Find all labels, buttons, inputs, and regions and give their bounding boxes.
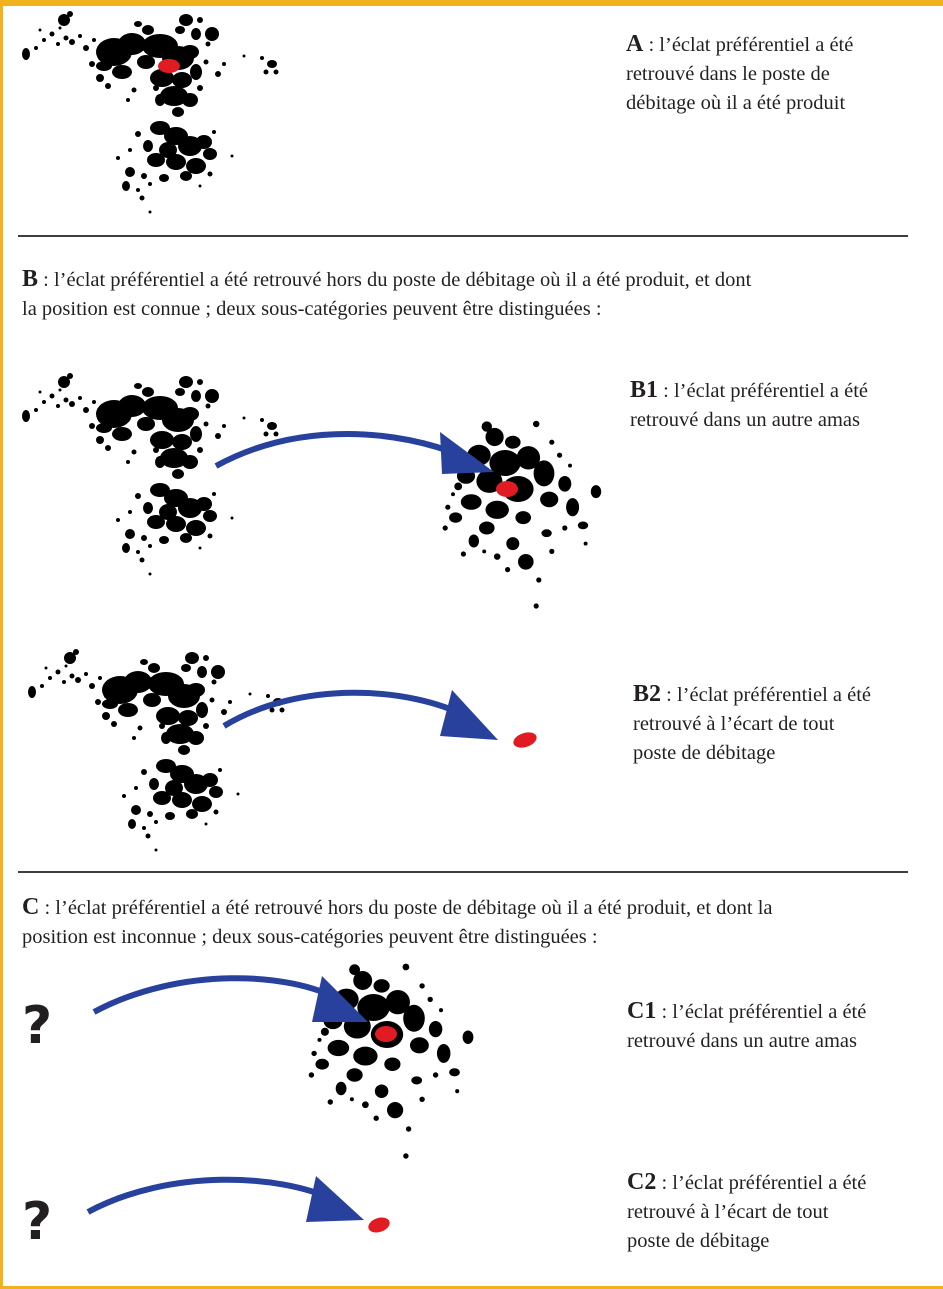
caption-c2-code: C2 — [627, 1169, 657, 1195]
preferential-flake-b1 — [496, 481, 518, 497]
caption-b: B : l’éclat préférentiel a été retrouvé … — [22, 265, 751, 324]
caption-a-line2: retrouvé dans le poste de — [626, 63, 830, 85]
caption-b2: B2 : l’éclat préférentiel a été retrouvé… — [633, 680, 871, 768]
arrowhead-b2 — [440, 690, 498, 740]
preferential-flake-a — [158, 59, 180, 73]
divider-b-c — [18, 871, 908, 873]
caption-b-line2: la position est connue ; deux sous-catég… — [22, 298, 602, 320]
arrow-c1 — [92, 975, 342, 1015]
frame-left-border — [0, 0, 3, 1289]
caption-c1-line1: l’éclat préférentiel a été — [672, 1001, 867, 1023]
divider-a-b — [18, 235, 908, 237]
caption-a-separator: : — [643, 34, 660, 56]
caption-c-line1: l’éclat préférentiel a été retrouvé hors… — [55, 897, 773, 919]
caption-c-separator: : — [39, 897, 56, 919]
arrow-b2 — [222, 689, 472, 729]
preferential-flake-c2 — [368, 1217, 390, 1233]
arrowhead-b1 — [440, 432, 494, 474]
caption-b1-separator: : — [658, 380, 674, 402]
caption-c1-line2: retrouvé dans un autre amas — [627, 1030, 857, 1052]
unknown-origin-question-mark-c1: ? — [22, 996, 53, 1056]
caption-c: C : l’éclat préférentiel a été retrouvé … — [22, 893, 773, 952]
debris-scatter-a — [22, 11, 279, 214]
frame-top-border — [0, 0, 943, 6]
caption-a: A : l’éclat préférentiel a été retrouvé … — [626, 30, 853, 118]
caption-a-line1: l’éclat préférentiel a été — [659, 34, 854, 56]
caption-c2-line1: l’éclat préférentiel a été — [672, 1172, 867, 1194]
caption-c1-separator: : — [656, 1001, 673, 1023]
caption-c-line2: position est inconnue ; deux sous-catégo… — [22, 926, 598, 948]
caption-b2-code: B2 — [633, 681, 662, 707]
arrow-c2 — [86, 1176, 336, 1215]
arrow-b1 — [214, 431, 464, 469]
caption-b1: B1 : l’éclat préférentiel a été retrouvé… — [630, 376, 868, 435]
caption-c1: C1 : l’éclat préférentiel a été retrouvé… — [627, 997, 866, 1056]
arrowhead-c2 — [306, 1176, 364, 1222]
caption-b1-line1: l’éclat préférentiel a été — [673, 380, 869, 402]
caption-c1-code: C1 — [627, 998, 657, 1024]
caption-b1-code: B1 — [630, 377, 659, 403]
caption-b-line1: l’éclat préférentiel a été retrouvé hors… — [53, 269, 752, 291]
arrowhead-c1 — [312, 976, 368, 1022]
caption-c2-separator: : — [656, 1172, 673, 1194]
debris-scatter-b1-origin — [22, 373, 279, 576]
caption-b-separator: : — [38, 269, 54, 291]
caption-c2-line2: retrouvé à l’écart de tout — [627, 1201, 829, 1223]
unknown-origin-question-mark-c2: ? — [22, 1192, 53, 1252]
caption-a-line3: débitage où il a été produit — [626, 92, 846, 114]
caption-b2-line2: retrouvé à l’écart de tout — [633, 713, 835, 735]
caption-c-code: C — [22, 894, 40, 920]
preferential-flake-b2 — [513, 732, 537, 748]
caption-b2-line1: l’éclat préférentiel a été — [676, 684, 872, 706]
caption-b-code: B — [22, 266, 39, 292]
frame-bottom-border — [0, 1286, 943, 1289]
caption-b1-line2: retrouvé dans un autre amas — [630, 409, 860, 431]
caption-a-code: A — [626, 31, 644, 57]
debris-scatter-b2-origin — [28, 649, 285, 852]
caption-b2-separator: : — [661, 684, 677, 706]
debris-scatter-b1-target — [442, 420, 602, 609]
caption-b2-line3: poste de débitage — [633, 742, 776, 764]
caption-c2-line3: poste de débitage — [627, 1230, 770, 1252]
caption-c2: C2 : l’éclat préférentiel a été retrouvé… — [627, 1168, 866, 1256]
preferential-flake-c1 — [375, 1026, 397, 1042]
